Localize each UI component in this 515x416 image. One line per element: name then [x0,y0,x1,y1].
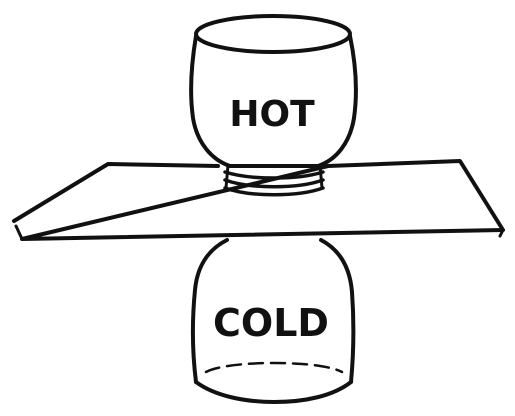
bottom-jar: COLD [193,240,354,402]
bottom-jar-base [196,382,351,402]
top-jar-base [196,16,350,52]
separator-card-outline [14,161,503,239]
top-jar-label: HOT [229,94,315,135]
bottom-jar-label: COLD [213,301,329,345]
bottom-jar-base-highlight [206,363,342,372]
separator-card [14,161,503,239]
